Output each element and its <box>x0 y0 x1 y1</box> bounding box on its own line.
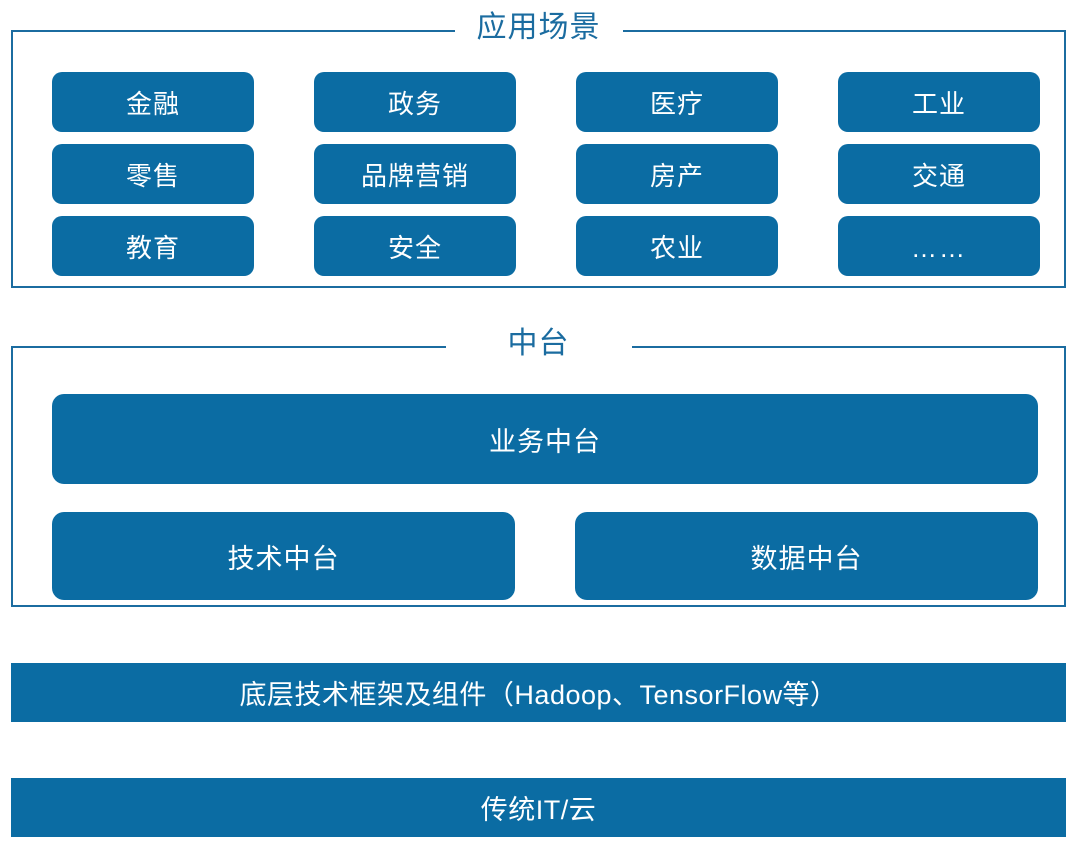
bottom-bar-underlying-framework[interactable]: 底层技术框架及组件（Hadoop、TensorFlow等） <box>11 663 1066 722</box>
platform-card-data[interactable]: 数据中台 <box>575 512 1038 600</box>
scenario-card-brand-marketing[interactable]: 品牌营销 <box>314 144 516 204</box>
scenario-card-security[interactable]: 安全 <box>314 216 516 276</box>
scenario-card-grid: 金融 政务 医疗 工业 零售 品牌营销 房产 交通 教育 安全 农业 …… <box>52 72 1040 276</box>
platform-card-business[interactable]: 业务中台 <box>52 394 1038 484</box>
scenario-card-transportation[interactable]: 交通 <box>838 144 1040 204</box>
scenario-card-industry[interactable]: 工业 <box>838 72 1040 132</box>
platform-card-row: 技术中台 数据中台 <box>52 512 1038 600</box>
scenario-card-retail[interactable]: 零售 <box>52 144 254 204</box>
scenario-card-finance[interactable]: 金融 <box>52 72 254 132</box>
section-application-scenarios: 应用场景 金融 政务 医疗 工业 零售 品牌营销 房产 交通 教育 安全 农业 … <box>11 6 1066 288</box>
section-middle-platform: 中台 业务中台 技术中台 数据中台 <box>11 322 1066 607</box>
scenario-card-medical[interactable]: 医疗 <box>576 72 778 132</box>
bottom-bar-traditional-it-cloud[interactable]: 传统IT/云 <box>11 778 1066 837</box>
section-title-middle-platform: 中台 <box>445 322 632 366</box>
scenario-card-real-estate[interactable]: 房产 <box>576 144 778 204</box>
platform-card-technology[interactable]: 技术中台 <box>52 512 515 600</box>
scenario-card-government[interactable]: 政务 <box>314 72 516 132</box>
scenario-card-education[interactable]: 教育 <box>52 216 254 276</box>
section-title-application-scenarios: 应用场景 <box>454 6 623 50</box>
scenario-card-more[interactable]: …… <box>838 216 1040 276</box>
scenario-card-agriculture[interactable]: 农业 <box>576 216 778 276</box>
